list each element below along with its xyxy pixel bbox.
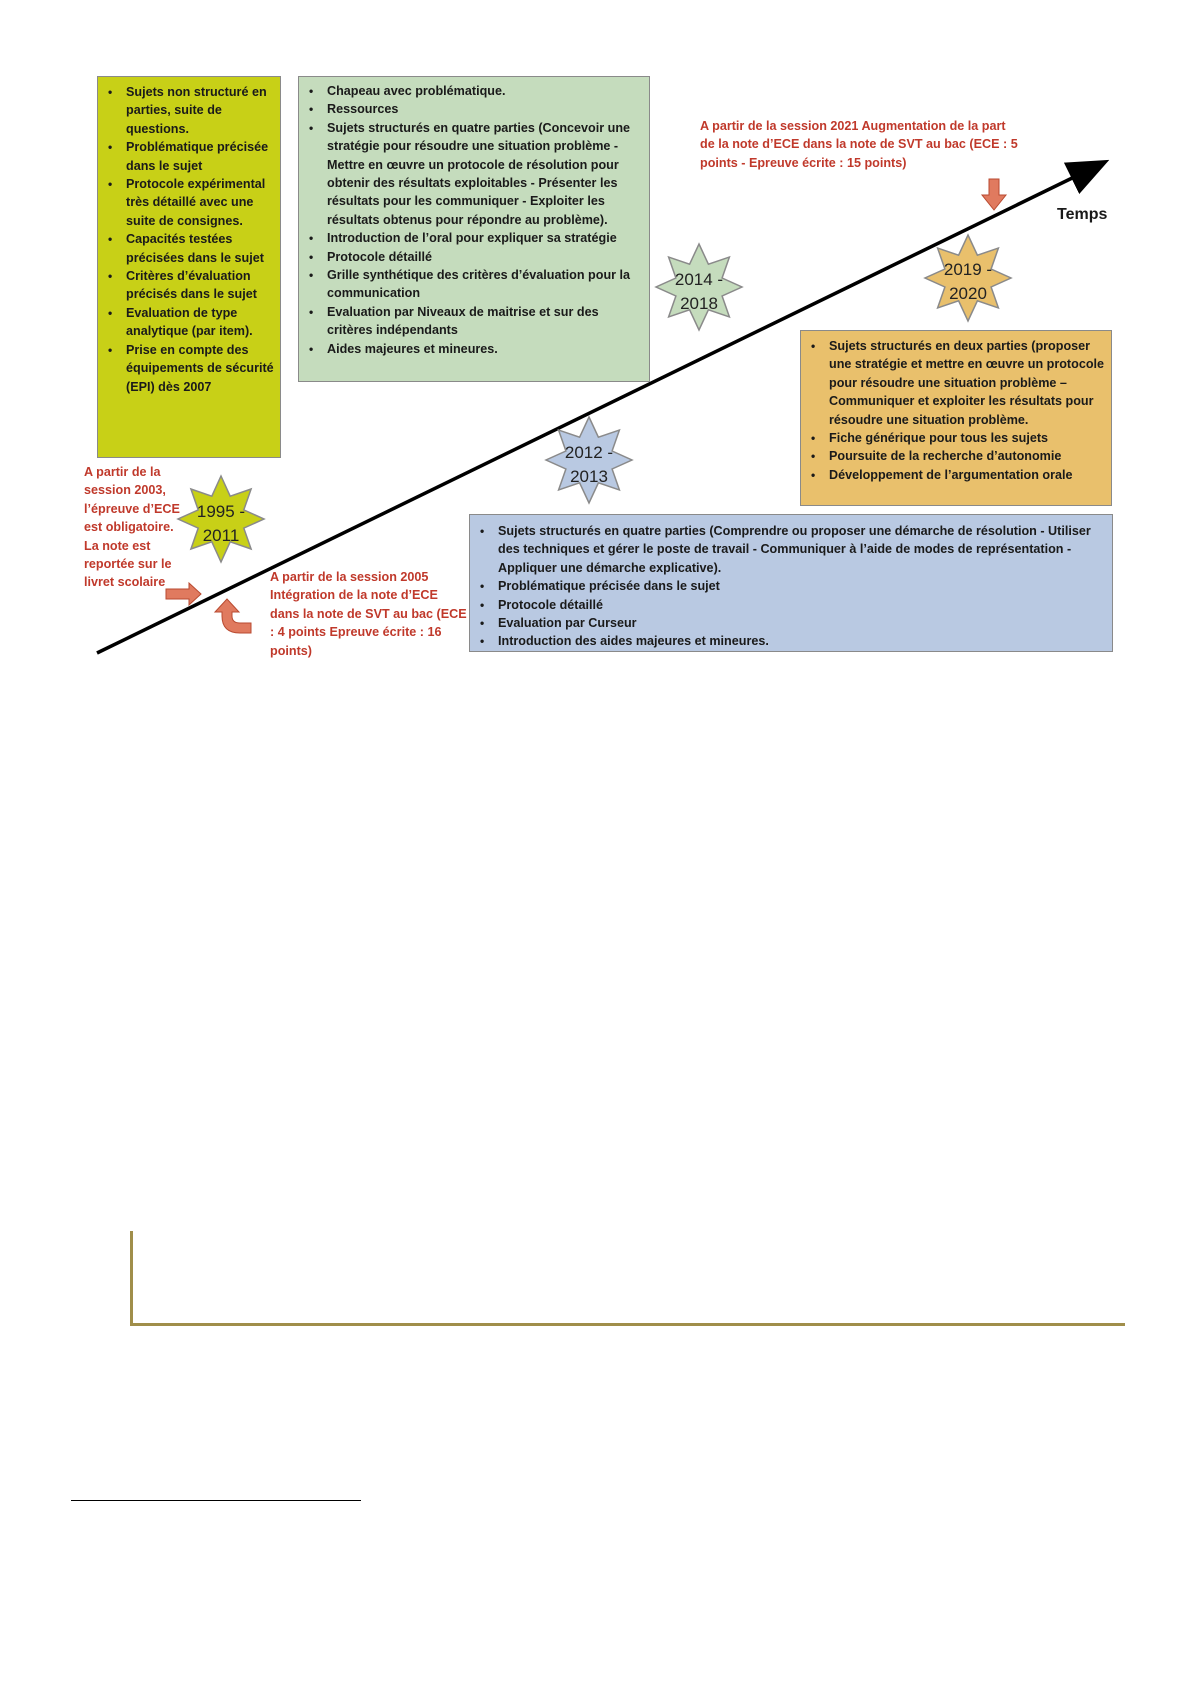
time-axis-line [96,159,1110,655]
list-item: Problématique précisée dans le sujet [98,138,276,175]
list-item: Ressources [299,100,645,119]
list-item: Fiche générique pour tous les sujets [801,429,1107,448]
list-item: Prise en compte des équipements de sécur… [98,341,276,396]
list-item: Développement de l’argumentation orale [801,466,1107,485]
list-item: Grille synthétique des critères d’évalua… [299,266,645,303]
list-item: Sujets structurés en quatre parties (Con… [299,119,645,229]
list-item: Critères d’évaluation précisés dans le s… [98,267,276,304]
list-item: Aides majeures et mineures. [299,340,645,359]
list-item: Sujets structurés en deux parties (propo… [801,337,1107,429]
list-item: Introduction de l’oral pour expliquer sa… [299,229,645,248]
arrow-right-icon [165,581,202,607]
footnote-separator [71,1500,361,1501]
note-session-2003: A partir de la session 2003, l’épreuve d… [84,465,180,590]
star-1995 [176,474,266,564]
note-session-2005: A partir de la session 2005 Intégration … [270,570,467,658]
period-box-1995-2011: Sujets non structuré en parties, suite d… [97,76,281,458]
list-item: Evaluation par Curseur [470,614,1108,633]
star-2012 [544,415,634,505]
list-item: Capacités testées précisées dans le suje… [98,230,276,267]
arrow-down-icon [980,178,1008,211]
list-item: Problématique précisée dans le sujet [470,577,1108,596]
period-box-2014-2018: Chapeau avec problématique. Ressources S… [298,76,650,382]
period-box-2019-2020: Sujets structurés en deux parties (propo… [800,330,1112,506]
list-item: Sujets non structuré en parties, suite d… [98,83,276,138]
period-2014-list: Chapeau avec problématique. Ressources S… [299,82,645,359]
framed-text-area [130,1231,1125,1326]
list-item: Poursuite de la recherche d’autonomie [801,447,1107,466]
arrow-curved-up-icon [213,598,252,634]
star-2019 [923,233,1013,323]
time-axis-label: Temps [1057,206,1108,223]
period-box-2012-2013: Sujets structurés en quatre parties (Com… [469,514,1113,652]
period-1995-list: Sujets non structuré en parties, suite d… [98,83,276,396]
star-2014 [654,242,744,332]
list-item: Evaluation de type analytique (par item)… [98,304,276,341]
list-item: Protocole expérimental très détaillé ave… [98,175,276,230]
list-item: Chapeau avec problématique. [299,82,645,101]
period-label-2019: 2019 -2020 [943,260,993,303]
period-label-2014: 2014 -2018 [674,270,724,313]
list-item: Sujets structurés en quatre parties (Com… [470,522,1108,577]
list-item: Introduction des aides majeures et mineu… [470,632,1108,651]
note-session-2021: A partir de la session 2021 Augmentation… [700,119,1018,170]
list-item: Protocole détaillé [299,248,645,267]
list-item: Evaluation par Niveaux de maitrise et su… [299,303,645,340]
period-label-2012: 2012 -2013 [564,443,614,486]
period-2019-list: Sujets structurés en deux parties (propo… [801,337,1107,485]
period-2012-list: Sujets structurés en quatre parties (Com… [470,522,1108,651]
period-label-1995: 1995 -2011 [196,502,246,545]
list-item: Protocole détaillé [470,596,1108,615]
